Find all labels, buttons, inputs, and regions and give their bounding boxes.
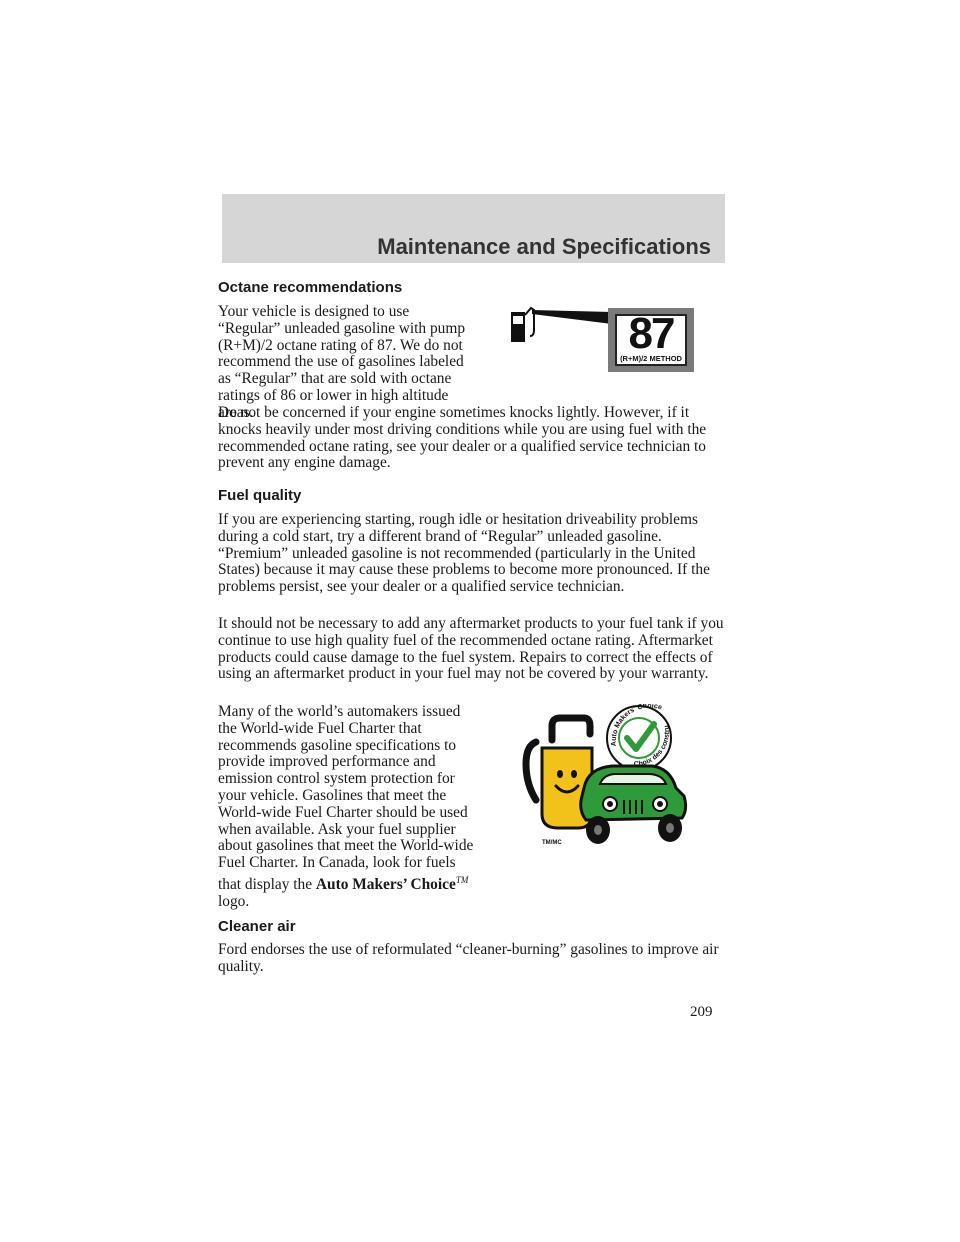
octane-paragraph-1-text: Your vehicle is designed to use “Regular…: [218, 303, 466, 421]
fuel-charter-text: Many of the world’s automakers issued th…: [218, 703, 474, 893]
octane-sign-face: 87 (R+M)/2 METHOD: [615, 310, 687, 366]
octane-rating-label: 87 (R+M)/2 METHOD: [508, 300, 698, 376]
cleaner-air-heading: Cleaner air: [218, 918, 296, 935]
fuel-pump-icon: [511, 306, 612, 342]
logo-word: logo.: [218, 892, 250, 910]
trademark-symbol: TM: [455, 874, 469, 885]
page-number: 209: [690, 1004, 713, 1020]
auto-makers-choice-logo-art: Auto Makers' Choice Choix des constructe…: [510, 699, 688, 846]
fuel-quality-heading: Fuel quality: [218, 487, 302, 504]
logo-small-mark: TM/MC: [542, 840, 562, 846]
octane-heading: Octane recommendations: [218, 279, 403, 296]
section-header-band: Maintenance and Specifications: [222, 194, 725, 263]
octane-paragraph-2: Do not be concerned if your engine somet…: [218, 404, 707, 472]
octane-sign: 87 (R+M)/2 METHOD: [608, 308, 694, 372]
section-title: Maintenance and Specifications: [377, 234, 711, 259]
auto-makers-choice-brand: Auto Makers’ Choice: [315, 875, 456, 893]
fuel-quality-paragraph-3: Many of the world’s automakers issued th…: [218, 703, 728, 911]
octane-paragraph-1: Your vehicle is designed to use “Regular…: [218, 303, 728, 422]
octane-method: (R+M)/2 METHOD: [620, 354, 682, 363]
fuel-quality-paragraph-1: If you are experiencing starting, rough …: [218, 511, 710, 596]
cleaner-air-paragraph: Ford endorses the use of reformulated “c…: [218, 941, 719, 975]
fuel-quality-paragraph-2: It should not be necessary to add any af…: [218, 615, 724, 683]
auto-makers-choice-logo: Auto Makers' Choice Choix des constructe…: [510, 699, 690, 854]
octane-number: 87: [628, 309, 676, 358]
